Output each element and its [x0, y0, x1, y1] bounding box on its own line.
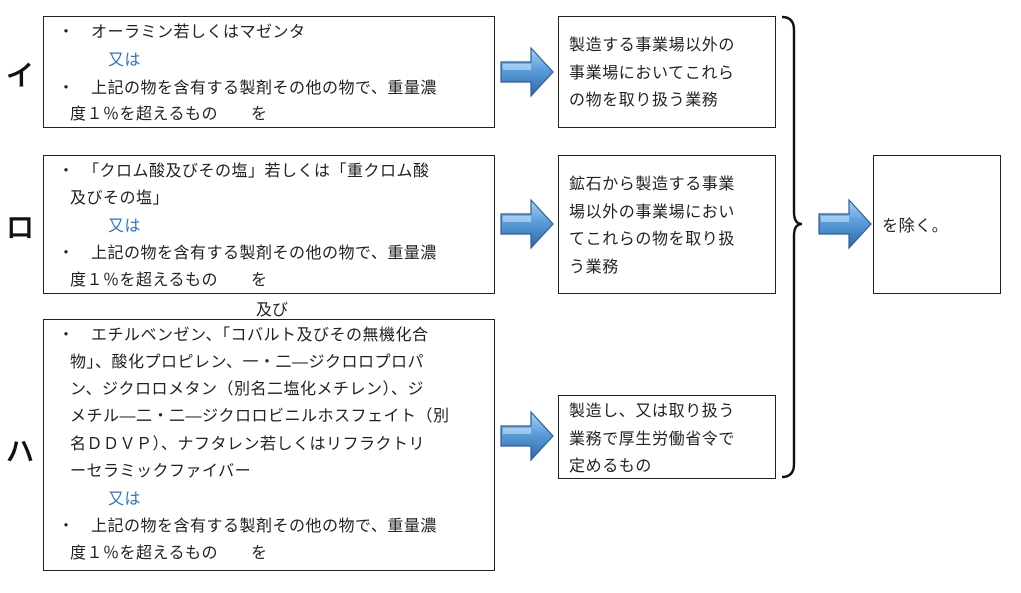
result-line: 事業場においてこれら — [569, 62, 735, 82]
box-line: 度１％を超えるもの を — [70, 270, 268, 289]
box-line: ン、ジクロロメタン（別名二塩化メチレン）、ジ — [70, 379, 425, 398]
result-line: 製造する事業場以外の — [569, 35, 736, 54]
result-line: 製造し、又は取り扱う — [569, 401, 736, 420]
box-line: ・ エチルベンゼン、「コバルト及びその無機化合 — [58, 325, 429, 344]
arrow-right-icon — [500, 410, 554, 462]
result-line: 鉱石から製造する事業 — [569, 174, 736, 193]
result-line: 定めるもの — [569, 456, 653, 475]
row-label-ha: ハ — [6, 435, 35, 468]
substance-box-i: ・ オーラミン若しくはマゼンタ 又は ・ 上記の物を含有する製剤その他の物で、重… — [43, 16, 495, 128]
result-line: てこれらの物を取り扱 — [569, 229, 736, 248]
row-label-i: イ — [6, 59, 35, 92]
box-line: 物」、酸化プロピレン、一・二―ジクロロプロパ — [70, 352, 425, 371]
result-line: う業務 — [569, 256, 619, 276]
result-box-i: 製造する事業場以外の 事業場においてこれら の物を取り扱う業務 — [558, 16, 776, 128]
box-line: メチル―二・二―ジクロロビニルホスフェイト（別 — [70, 406, 450, 425]
box-line: ・ 上記の物を含有する製剤その他の物で、重量濃 — [58, 243, 437, 262]
result-line: の物を取り扱う業務 — [569, 90, 719, 109]
or-label: 又は — [108, 216, 142, 235]
substance-box-ha: ・ エチルベンゼン、「コバルト及びその無機化合 物」、酸化プロピレン、一・二―ジ… — [43, 319, 495, 571]
box-line: 度１％を超えるもの を — [70, 543, 268, 562]
arrow-right-icon — [818, 198, 872, 250]
box-line: ・ 「クロム酸及びその塩」若しくは「重クロム酸 — [58, 161, 430, 180]
box-line: ・ 上記の物を含有する製剤その他の物で、重量濃 — [58, 516, 437, 535]
arrow-right-icon — [500, 46, 554, 98]
or-label: 又は — [108, 489, 142, 508]
result-box-ha: 製造し、又は取り扱う 業務で厚生労働省令で 定めるもの — [558, 395, 776, 479]
box-line: ーセラミックファイバー — [70, 461, 252, 480]
box-line: 度１％を超えるもの を — [70, 104, 268, 123]
substance-box-ro: ・ 「クロム酸及びその塩」若しくは「重クロム酸 及びその塩」 又は ・ 上記の物… — [43, 155, 495, 294]
final-text: を除く。 — [882, 216, 949, 235]
result-line: 業務で厚生労働省令で — [569, 428, 736, 448]
box-line: 名ＤＤＶＰ）、ナフタレン若しくはリフラクトリ — [70, 434, 426, 453]
curly-brace-icon — [781, 15, 803, 479]
or-label: 又は — [108, 50, 142, 69]
final-box: を除く。 — [873, 155, 1001, 294]
row-label-ro: ロ — [6, 211, 35, 244]
result-box-ro: 鉱石から製造する事業 場以外の事業場におい てこれらの物を取り扱 う業務 — [558, 155, 776, 294]
box-line: ・ 上記の物を含有する製剤その他の物で、重量濃 — [58, 78, 437, 97]
box-line: ・ オーラミン若しくはマゼンタ — [58, 22, 306, 41]
box-line: 及びその塩」 — [70, 188, 170, 207]
result-line: 場以外の事業場におい — [569, 201, 736, 221]
connector-text: 及び — [256, 300, 289, 319]
arrow-right-icon — [500, 198, 554, 250]
